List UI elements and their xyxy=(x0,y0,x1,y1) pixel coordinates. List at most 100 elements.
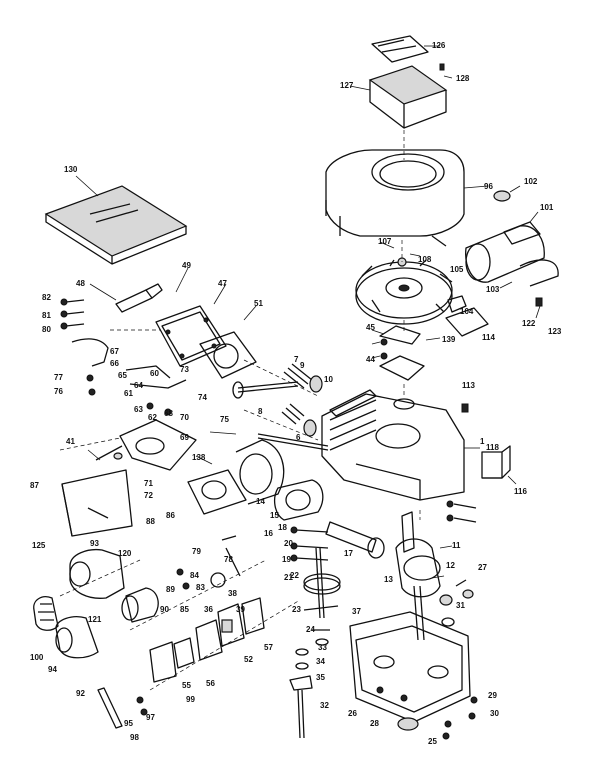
small-parts-center xyxy=(176,535,241,590)
callout-13: 13 xyxy=(384,575,393,584)
callout-38: 38 xyxy=(228,589,237,598)
callout-71: 71 xyxy=(144,479,153,488)
muffler-assembly-right xyxy=(465,190,559,307)
callout-25: 25 xyxy=(428,737,437,746)
callout-97: 97 xyxy=(146,713,155,722)
callout-24: 24 xyxy=(306,625,315,634)
callout-107: 107 xyxy=(378,237,392,246)
callout-81: 81 xyxy=(42,311,51,320)
callout-63: 63 xyxy=(134,405,143,414)
callout-29: 29 xyxy=(488,691,497,700)
callout-37: 37 xyxy=(352,607,361,616)
callout-55: 55 xyxy=(182,681,191,690)
callout-28: 28 xyxy=(370,719,379,728)
callout-78: 78 xyxy=(224,555,233,564)
callout-66: 66 xyxy=(110,359,119,368)
callout-125: 125 xyxy=(32,541,46,550)
cylinder-head xyxy=(155,305,257,379)
callout-68: 68 xyxy=(164,409,173,418)
callout-67: 67 xyxy=(110,347,119,356)
callout-10: 10 xyxy=(324,375,333,384)
callout-64: 64 xyxy=(134,381,143,390)
callout-139: 139 xyxy=(442,335,456,344)
callout-86: 86 xyxy=(166,511,175,520)
callout-20: 20 xyxy=(284,539,293,548)
callout-33: 33 xyxy=(318,643,327,652)
callout-61: 61 xyxy=(124,389,133,398)
callout-73: 73 xyxy=(180,365,189,374)
callout-41: 41 xyxy=(66,437,75,446)
callout-72: 72 xyxy=(144,491,153,500)
callout-113: 113 xyxy=(462,381,475,390)
engine-cylinder-block xyxy=(321,389,511,501)
callout-103: 103 xyxy=(486,285,500,294)
callout-26: 26 xyxy=(348,709,357,718)
callout-62: 62 xyxy=(148,413,157,422)
crankshaft xyxy=(395,511,441,641)
callout-9: 9 xyxy=(300,361,305,370)
callout-130: 130 xyxy=(64,165,78,174)
callout-70: 70 xyxy=(180,413,189,422)
callout-30: 30 xyxy=(490,709,499,718)
callout-108: 108 xyxy=(418,255,432,264)
callout-56: 56 xyxy=(206,679,215,688)
governor-linkage xyxy=(71,338,187,416)
callout-34: 34 xyxy=(316,657,325,666)
callout-120: 120 xyxy=(118,549,132,558)
callout-35: 35 xyxy=(316,673,325,682)
callout-82: 82 xyxy=(42,293,51,302)
callout-36: 36 xyxy=(204,605,213,614)
callout-21: 21 xyxy=(284,573,293,582)
callout-126: 126 xyxy=(432,41,446,50)
spark-plug xyxy=(115,283,163,313)
callout-47: 47 xyxy=(218,279,227,288)
air-baffle xyxy=(61,469,133,537)
callout-84: 84 xyxy=(190,571,199,580)
callout-118: 118 xyxy=(486,443,499,452)
callout-80: 80 xyxy=(42,325,51,334)
callout-79: 79 xyxy=(192,547,201,556)
callout-39: 39 xyxy=(236,605,245,614)
callout-77: 77 xyxy=(54,373,63,382)
callout-22: 22 xyxy=(290,571,299,580)
callout-17: 17 xyxy=(344,549,353,558)
callout-96: 96 xyxy=(484,182,493,191)
callout-104: 104 xyxy=(460,307,474,316)
callout-102: 102 xyxy=(524,177,538,186)
callout-105: 105 xyxy=(450,265,464,274)
callout-45: 45 xyxy=(366,323,375,332)
callout-75: 75 xyxy=(220,415,229,424)
callout-57: 57 xyxy=(264,643,273,652)
callout-122: 122 xyxy=(522,319,536,328)
air-filter-pad xyxy=(44,185,188,265)
ignition-coil xyxy=(445,295,489,413)
screws-left xyxy=(60,298,96,396)
callout-18: 18 xyxy=(278,523,287,532)
callout-15: 15 xyxy=(270,511,279,520)
callout-12: 12 xyxy=(446,561,455,570)
callout-1: 1 xyxy=(480,437,485,446)
callout-49: 49 xyxy=(182,261,191,270)
callout-123: 123 xyxy=(548,327,562,336)
callout-60: 60 xyxy=(150,369,159,378)
callout-51: 51 xyxy=(254,299,263,308)
connecting-rod xyxy=(290,521,385,562)
callout-76: 76 xyxy=(54,387,63,396)
callout-100: 100 xyxy=(30,653,44,662)
valves-and-springs xyxy=(232,363,329,451)
callout-89: 89 xyxy=(166,585,175,594)
blower-housing xyxy=(325,149,465,247)
callout-23: 23 xyxy=(292,605,301,614)
oil-sump xyxy=(349,611,471,723)
callout-16: 16 xyxy=(264,529,273,538)
callout-27: 27 xyxy=(478,563,487,572)
callout-101: 101 xyxy=(540,203,554,212)
callout-52: 52 xyxy=(244,655,253,664)
flywheel xyxy=(355,257,453,325)
callout-94: 94 xyxy=(48,665,57,674)
callout-92: 92 xyxy=(76,689,85,698)
callout-127: 127 xyxy=(340,81,354,90)
callout-128: 128 xyxy=(456,74,470,83)
callout-138: 138 xyxy=(192,453,206,462)
